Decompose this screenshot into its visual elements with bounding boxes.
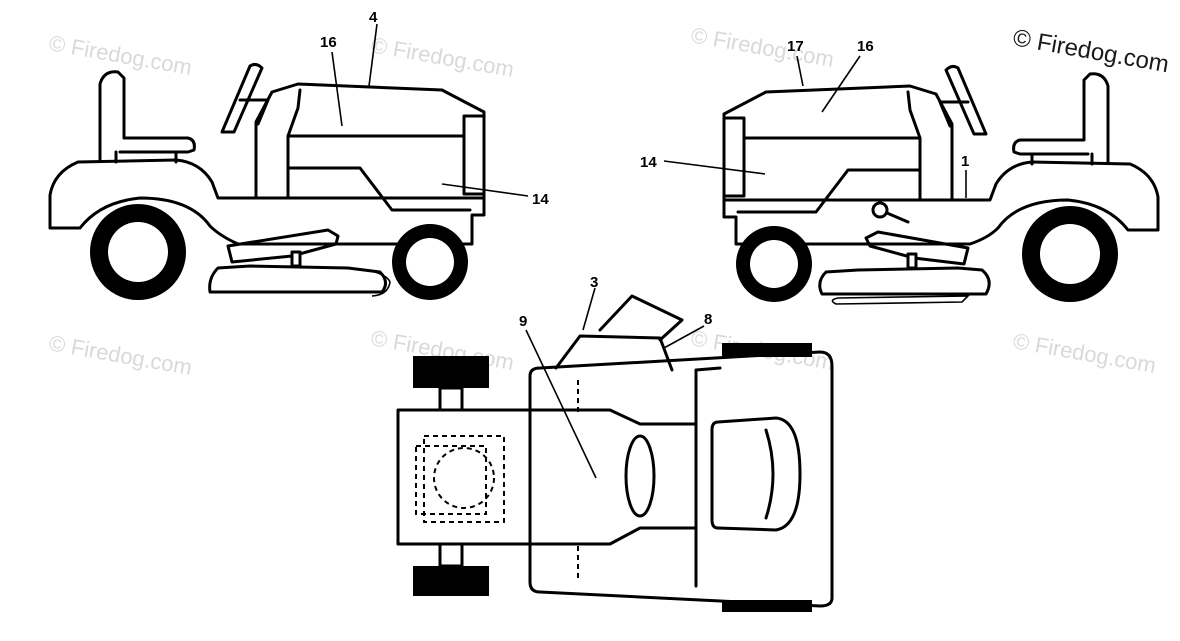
rear-wheel-top [413, 566, 489, 596]
hood-divider [694, 366, 722, 588]
left-side-view: 4 16 14 [48, 9, 549, 300]
side-panel-contour [286, 166, 472, 212]
leader-line [821, 55, 861, 113]
dashed-panel-inner [415, 445, 487, 515]
dashed-panel [423, 435, 505, 523]
chassis-top [528, 350, 834, 608]
side-panel-contour [736, 168, 922, 214]
top-view: 3 9 8 [396, 274, 834, 612]
seat-posts [114, 150, 178, 164]
leader-line [663, 160, 766, 175]
leader-line [796, 55, 804, 87]
callout-3: 3 [590, 274, 598, 291]
callout-17: 17 [787, 38, 804, 55]
rear-wheel-hub [1040, 224, 1100, 284]
rear-wheel-top [413, 356, 489, 388]
headlight-grille [722, 116, 746, 198]
dash-panel [554, 334, 674, 372]
headlight-grille [462, 114, 486, 196]
deck-guard [344, 267, 391, 297]
steering-hub-top [624, 434, 656, 518]
front-wheel-hub [406, 238, 454, 286]
callout-14: 14 [640, 154, 657, 171]
steering-wheel [944, 64, 988, 136]
seat [1012, 72, 1110, 164]
callout-16: 16 [857, 38, 874, 55]
footrest [226, 228, 340, 264]
hood-side-edge [286, 88, 302, 200]
steering-top [598, 294, 684, 342]
watermark: © Firedog.com [369, 32, 516, 82]
callout-9: 9 [519, 313, 527, 330]
footrest-post [906, 252, 918, 270]
hood-curve [764, 428, 775, 520]
front-wheel-hub [750, 240, 798, 288]
deck-skirt [831, 295, 970, 305]
leader-line [441, 183, 529, 197]
seat-posts [1030, 152, 1094, 166]
axle-stub [438, 542, 464, 568]
watermarks: © Firedog.com © Firedog.com © Firedog.co… [47, 22, 1171, 380]
footrest [864, 230, 970, 266]
leader-line [525, 329, 597, 479]
axle-stub [438, 386, 464, 412]
watermark: © Firedog.com [1011, 328, 1158, 378]
callout-8: 8 [704, 311, 712, 328]
lever-knob [871, 201, 889, 219]
dashed-fuel-cap [433, 447, 495, 509]
hood-side-edge [906, 90, 922, 202]
watermark: © Firedog.com [47, 330, 194, 380]
callout-1: 1 [961, 153, 969, 170]
steering-wheel [220, 62, 264, 134]
watermark-corner: © Firedog.com [1011, 24, 1171, 78]
footrest-post [290, 250, 302, 268]
callout-4: 4 [369, 9, 378, 26]
body-panel-top [396, 408, 698, 546]
leader-line [368, 23, 378, 87]
chassis [722, 160, 1160, 246]
right-side-view: 17 16 14 1 [640, 38, 1160, 305]
callout-14: 14 [532, 191, 549, 208]
mower-deck [818, 266, 991, 296]
leader-line [331, 51, 343, 127]
watermark: © Firedog.com [689, 22, 836, 72]
callout-16: 16 [320, 34, 337, 51]
hood-top [710, 416, 802, 532]
leader-line [663, 325, 705, 349]
seat [98, 70, 196, 162]
leader-line [582, 287, 596, 331]
rear-wheel-hub [108, 222, 168, 282]
chassis [48, 158, 486, 246]
